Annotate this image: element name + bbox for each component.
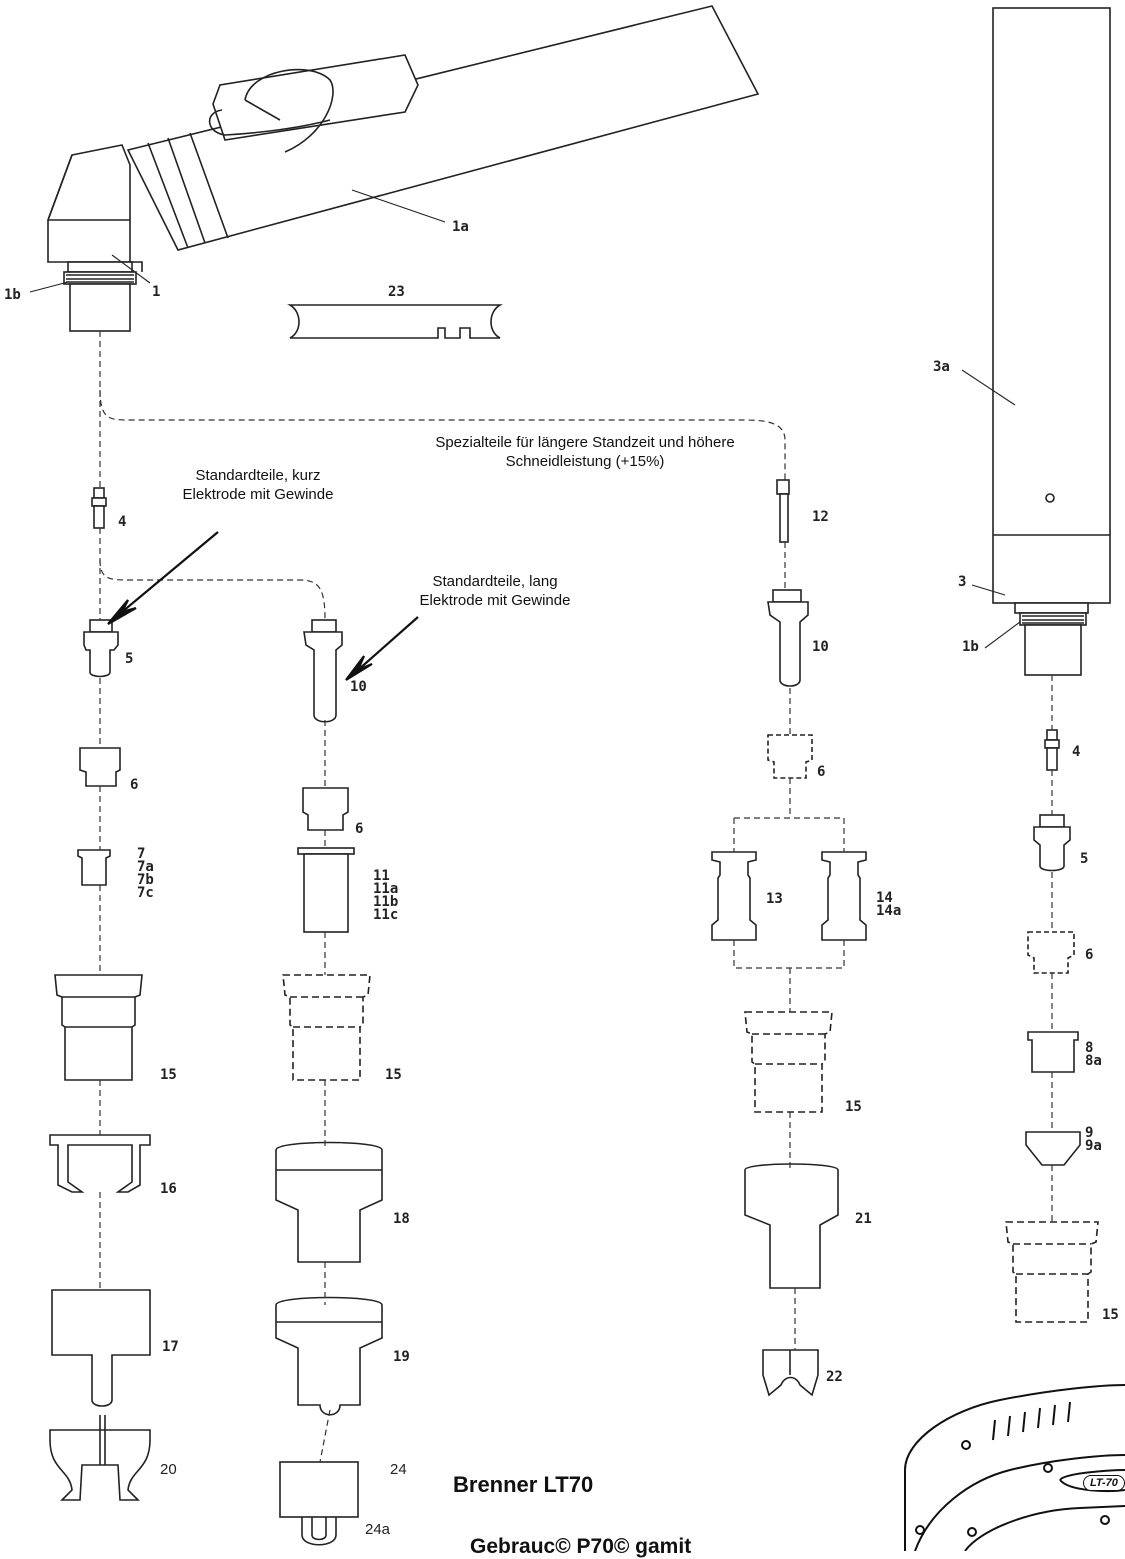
torch-head-1	[47, 144, 143, 332]
diagram-title: Brenner LT70	[453, 1472, 594, 1497]
lt70-badge: LT-70	[1083, 1475, 1125, 1491]
label-6-right: 6	[1085, 947, 1094, 963]
part-16-left	[49, 1134, 151, 1193]
label-4-right: 4	[1072, 744, 1081, 760]
label-18: 18	[393, 1211, 410, 1227]
part-17-left	[51, 1289, 151, 1407]
label-9-group: 9 9a	[1085, 1125, 1102, 1154]
part-14	[821, 851, 867, 941]
part-22	[762, 1349, 819, 1397]
label-5-left: 5	[125, 651, 134, 667]
diagram-subtitle-cut: Gebrauc© P70© gamit	[470, 1535, 692, 1558]
label-1b: 1b	[4, 287, 21, 303]
label-14-group: 14 14a	[876, 890, 902, 919]
part-24-middle	[279, 1461, 359, 1546]
lt70-device-picture	[904, 1384, 1125, 1551]
label-10-right-col: 10	[812, 639, 829, 655]
label-8-group: 8 8a	[1085, 1040, 1102, 1069]
part-10-right-col	[767, 589, 809, 687]
part-15-middle	[282, 974, 371, 1081]
label-21: 21	[855, 1211, 872, 1227]
part-19-middle	[275, 1296, 383, 1416]
part-6-middle	[302, 787, 349, 831]
part-15-right-col	[744, 1011, 833, 1113]
callout-special-parts: Spezialteile für längere Standzeit und h…	[435, 434, 735, 470]
label-6-left: 6	[130, 777, 139, 793]
label-11-group: 11 11a 11b 11c	[373, 868, 399, 923]
label-12: 12	[812, 509, 829, 525]
part-6-left	[79, 747, 121, 787]
callout-standard-long: Standardteile, lang Elektrode mit Gewind…	[419, 573, 571, 609]
label-24a: 24a	[365, 1521, 391, 1538]
label-20: 20	[160, 1461, 177, 1478]
part-15-left	[54, 974, 143, 1081]
part-5-right	[1033, 814, 1071, 872]
torch-body-3	[992, 7, 1111, 676]
part-11-middle	[297, 847, 355, 933]
label-3: 3	[958, 574, 967, 590]
part-4-right	[1044, 729, 1060, 771]
part-9-right	[1025, 1131, 1081, 1166]
part-6-right	[1027, 931, 1075, 974]
label-24: 24	[390, 1461, 407, 1478]
label-23: 23	[388, 284, 405, 300]
label-17: 17	[162, 1339, 179, 1355]
part-8-right	[1027, 1031, 1079, 1073]
part-23-wrench	[287, 304, 503, 339]
part-4-left	[91, 487, 107, 529]
label-16: 16	[160, 1181, 177, 1197]
part-10-middle	[303, 619, 343, 723]
part-18-middle	[275, 1141, 383, 1263]
part-20-left	[49, 1415, 151, 1501]
label-15-right: 15	[1102, 1307, 1119, 1323]
callout-standard-short: Standardteile, kurz Elektrode mit Gewind…	[182, 467, 334, 503]
label-1a: 1a	[452, 219, 469, 235]
label-22: 22	[826, 1369, 843, 1385]
label-6-middle: 6	[355, 821, 364, 837]
part-12-right-col	[776, 479, 790, 543]
label-4-left: 4	[118, 514, 127, 530]
part-6-right-col	[767, 734, 813, 779]
part-21	[744, 1163, 839, 1289]
label-3a: 3a	[933, 359, 950, 375]
part-7-left	[77, 849, 111, 886]
label-10-middle: 10	[350, 679, 367, 695]
part-5-left	[83, 619, 119, 678]
part-15-right	[1005, 1221, 1099, 1323]
label-6-right-col: 6	[817, 764, 826, 780]
label-19: 19	[393, 1349, 410, 1365]
label-1b-right: 1b	[962, 639, 979, 655]
label-1: 1	[152, 284, 161, 300]
label-15-left: 15	[160, 1067, 177, 1083]
label-15-middle: 15	[385, 1067, 402, 1083]
label-13: 13	[766, 891, 783, 907]
part-13	[711, 851, 757, 941]
torch-handle-1a	[126, 5, 760, 251]
label-7-group: 7 7a 7b 7c	[137, 846, 154, 901]
label-5-right: 5	[1080, 851, 1089, 867]
label-15-right-col: 15	[845, 1099, 862, 1115]
